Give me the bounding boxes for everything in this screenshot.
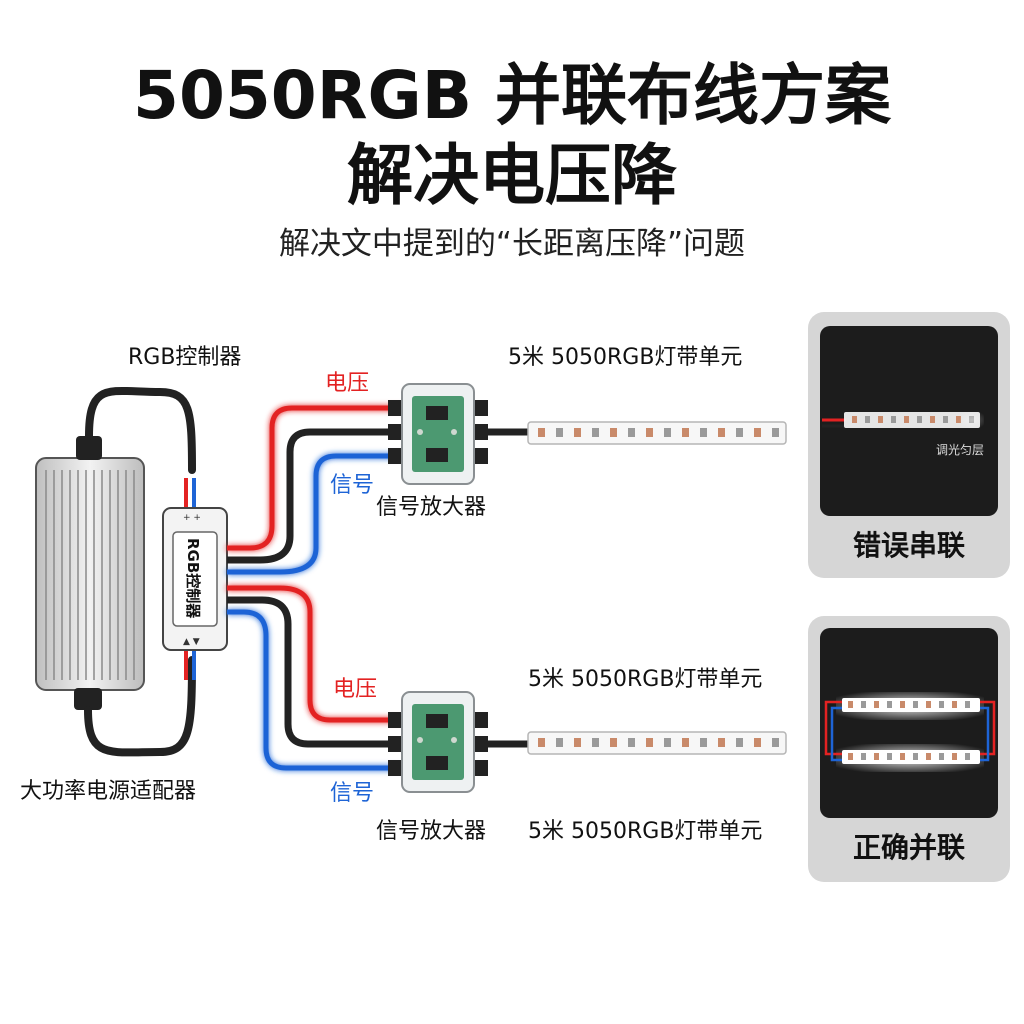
led-chip — [956, 416, 961, 423]
led-chip — [965, 701, 970, 708]
led-chip — [874, 753, 879, 760]
led-chip — [861, 701, 866, 708]
led-chip — [574, 428, 581, 437]
signal-amplifier-bottom — [388, 691, 488, 793]
led-chip — [700, 428, 707, 437]
wrong-panel-note: 调光匀层 — [936, 443, 985, 457]
led-chip — [952, 753, 957, 760]
top-ground-wire — [227, 428, 402, 564]
led-chip — [848, 701, 853, 708]
top-signal-wire — [227, 453, 402, 575]
led-chip — [943, 416, 948, 423]
amplifier-label-top: 信号放大器 — [376, 495, 487, 520]
page-title: 5050RGB 并联布线方案 — [133, 57, 891, 134]
led-chip — [754, 738, 761, 747]
led-chip — [772, 738, 779, 747]
strip-label-bottom-above: 5米 5050RGB灯带单元 — [528, 667, 763, 692]
led-chip — [865, 416, 870, 423]
wrong-panel-title: 错误串联 — [852, 529, 965, 562]
led-chip — [646, 738, 653, 747]
power-adapter — [35, 436, 145, 710]
led-chip — [904, 416, 909, 423]
power-adapter-label: 大功率电源适配器 — [20, 779, 197, 804]
led-chip — [700, 738, 707, 747]
led-chip — [736, 738, 743, 747]
led-chip — [772, 428, 779, 437]
led-chip — [939, 701, 944, 708]
signal-label-bottom: 信号 — [330, 781, 375, 806]
power-cable-top — [85, 386, 196, 474]
led-chip — [592, 428, 599, 437]
led-chip — [718, 428, 725, 437]
panel-right-parallel — [808, 616, 1010, 882]
led-chip — [874, 701, 879, 708]
led-chip — [913, 753, 918, 760]
page-title-line2: 解决电压降 — [347, 137, 677, 214]
controller-pin-mark-bottom: ▲ ▼ — [183, 637, 200, 647]
voltage-label-top: 电压 — [325, 371, 370, 396]
bottom-signal-wire — [227, 609, 402, 771]
led-chip — [930, 416, 935, 423]
led-chip — [848, 753, 853, 760]
led-chip — [900, 701, 905, 708]
led-chip — [736, 428, 743, 437]
panel-wrong-series — [808, 312, 1010, 578]
controller-pin-mark-top: + + — [183, 513, 201, 523]
top-voltage-wire — [227, 405, 402, 551]
right-panel-title: 正确并联 — [852, 831, 965, 864]
led-chip — [917, 416, 922, 423]
led-chip — [610, 738, 617, 747]
top-branch-wires — [227, 405, 796, 575]
led-chip — [682, 428, 689, 437]
led-chip — [682, 738, 689, 747]
bottom-ground-wire — [227, 596, 402, 748]
led-strip-bottom — [527, 731, 787, 755]
cable-ends-top — [184, 478, 196, 680]
led-chip — [664, 738, 671, 747]
strip-label-bottom-below: 5米 5050RGB灯带单元 — [528, 819, 763, 844]
amplifier-label-bottom: 信号放大器 — [376, 819, 487, 844]
led-chip — [628, 738, 635, 747]
page-subtitle: 解决文中提到的“长距离压降”问题 — [278, 226, 746, 262]
strip-label-top: 5米 5050RGB灯带单元 — [508, 345, 743, 370]
led-strip-top — [527, 421, 787, 445]
bottom-branch-wires — [227, 585, 796, 771]
led-chip — [965, 753, 970, 760]
led-chip — [913, 701, 918, 708]
led-chip — [538, 428, 545, 437]
led-chip — [538, 738, 545, 747]
led-chip — [939, 753, 944, 760]
led-chip — [900, 753, 905, 760]
led-chip — [628, 428, 635, 437]
led-chip — [861, 753, 866, 760]
led-chip — [852, 416, 857, 423]
led-chip — [887, 701, 892, 708]
led-chip — [878, 416, 883, 423]
controller-label: RGB控制器 — [128, 345, 242, 370]
led-chip — [926, 753, 931, 760]
controller-body-label: RGB控制器 — [184, 538, 202, 619]
led-chip — [592, 738, 599, 747]
led-chip — [556, 428, 563, 437]
led-chip — [646, 428, 653, 437]
signal-amplifier-top — [388, 383, 488, 485]
led-chip — [887, 753, 892, 760]
led-chip — [664, 428, 671, 437]
rgb-controller: + + ▲ ▼ RGB控制器 — [162, 507, 228, 651]
led-chip — [926, 701, 931, 708]
power-cable-bottom — [84, 656, 196, 757]
led-chip — [610, 428, 617, 437]
led-chip — [574, 738, 581, 747]
voltage-label-bottom: 电压 — [333, 677, 378, 702]
signal-label-top: 信号 — [330, 473, 375, 498]
led-chip — [754, 428, 761, 437]
led-chip — [556, 738, 563, 747]
led-chip — [718, 738, 725, 747]
bottom-voltage-wire — [227, 585, 402, 723]
led-chip — [952, 701, 957, 708]
led-chip — [891, 416, 896, 423]
